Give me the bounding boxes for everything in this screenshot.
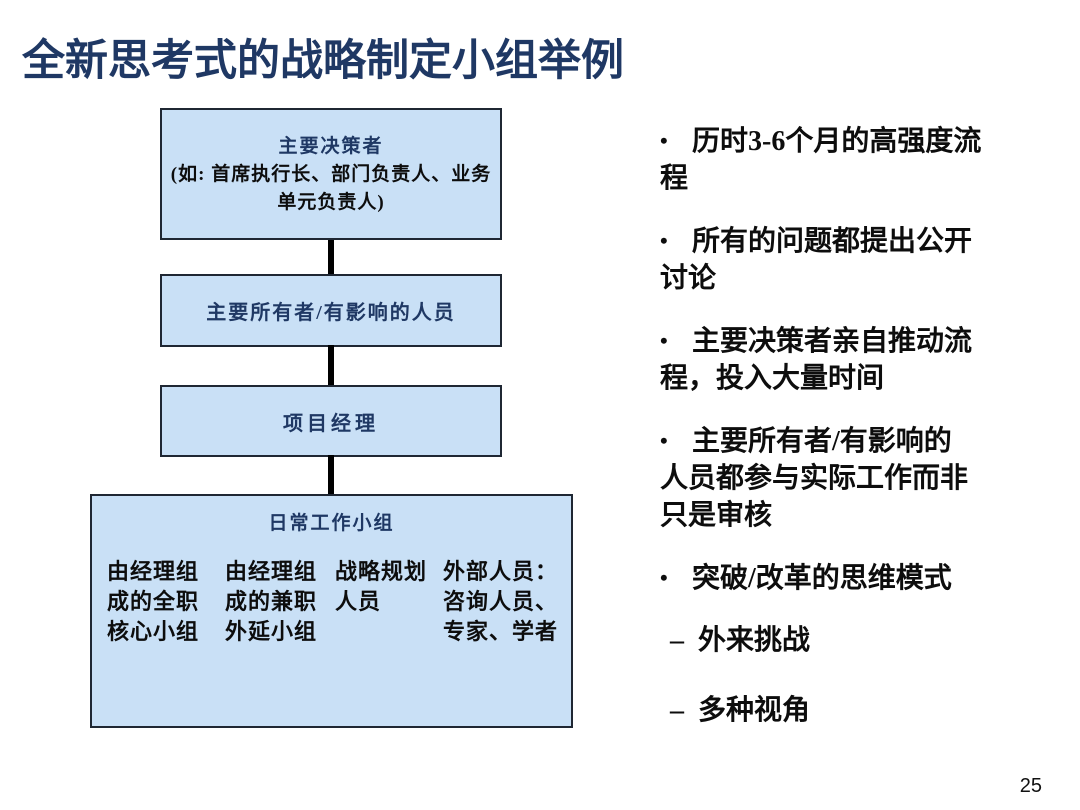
bullet-marker: • <box>660 328 668 353</box>
decision-makers-box: 主要决策者 (如: 首席执行长、部门负责人、业务 单元负责人) <box>160 108 502 240</box>
sub-bullet-marker: – <box>670 625 684 656</box>
bullet-text: 历时3-6个月的高强度流 程 <box>660 126 982 194</box>
sub-bullet-marker: – <box>670 695 684 726</box>
bullet-marker: • <box>660 428 668 453</box>
bullet-item: •所有的问题都提出公开 讨论 <box>660 222 1010 297</box>
slide-title: 全新思考式的战略制定小组举例 <box>22 38 624 85</box>
bullet-text: 所有的问题都提出公开 讨论 <box>660 226 973 294</box>
team-column: 由经理组 成的兼职 外延小组 <box>225 559 318 644</box>
bullet-marker: • <box>660 228 668 253</box>
bullet-marker: • <box>660 565 668 590</box>
sub-bullet-item: –外来挑战 <box>660 622 1010 659</box>
sub-bullet-text: 外来挑战 <box>698 625 811 656</box>
team-column: 战略规划 人员 <box>335 559 428 614</box>
connector-line <box>328 345 334 387</box>
connector-line <box>328 455 334 496</box>
bullet-marker: • <box>660 128 668 153</box>
bullet-item: •历时3-6个月的高强度流 程 <box>660 122 1010 197</box>
bullet-item: • 突破/改革的思维模式 <box>660 559 1010 597</box>
team-column: 外部人员： 咨询人员、 专家、学者 <box>443 559 559 644</box>
bullet-text: 主要所有者/有影响的 人员都参与实际工作而非 只是审核 <box>660 426 969 531</box>
bullet-item: •主要所有者/有影响的 人员都参与实际工作而非 只是审核 <box>660 422 1010 534</box>
bullet-text: 突破/改革的思维模式 <box>692 563 952 594</box>
box-heading: 主要所有者/有影响的人员 <box>206 302 456 324</box>
box-heading: 项目经理 <box>283 412 379 435</box>
bullet-text: 主要决策者亲自推动流 程，投入大量时间 <box>660 326 973 394</box>
box-heading: 主要决策者 <box>278 136 384 157</box>
project-manager-box: 项目经理 <box>160 385 502 457</box>
box-heading: 日常工作小组 <box>268 513 395 534</box>
sub-bullet-item: –多种视角 <box>660 692 1010 729</box>
owners-influencers-box: 主要所有者/有影响的人员 <box>160 274 502 347</box>
daily-working-team-box: 日常工作小组 由经理组 成的全职 核心小组 由经理组 成的兼职 外延小组 战略规… <box>90 494 573 728</box>
bullet-item: •主要决策者亲自推动流 程，投入大量时间 <box>660 322 1010 397</box>
page-number: 25 <box>1019 775 1042 797</box>
working-team-columns: 由经理组 成的全职 核心小组 由经理组 成的兼职 外延小组 战略规划 人员 外部… <box>92 557 571 647</box>
connector-line <box>328 240 334 276</box>
bullet-list: •历时3-6个月的高强度流 程 •所有的问题都提出公开 讨论 •主要决策者亲自推… <box>660 122 1010 762</box>
sub-bullet-text: 多种视角 <box>698 695 811 726</box>
box-body: (如: 首席执行长、部门负责人、业务 单元负责人) <box>170 164 492 213</box>
team-column: 由经理组 成的全职 核心小组 <box>107 559 200 644</box>
